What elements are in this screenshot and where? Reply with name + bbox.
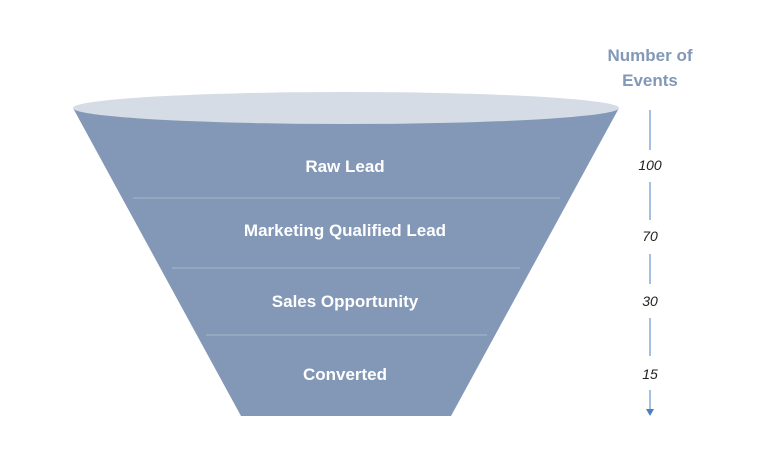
funnel-body bbox=[73, 108, 619, 416]
stage-count-sales-opportunity: 30 bbox=[642, 293, 658, 309]
stage-count-marketing-qualified-lead: 70 bbox=[642, 228, 658, 244]
funnel-rim bbox=[73, 92, 619, 124]
stage-label-raw-lead: Raw Lead bbox=[305, 157, 385, 176]
stage-count-converted: 15 bbox=[642, 366, 658, 382]
axis-title-line2: Events bbox=[622, 71, 678, 90]
stage-label-marketing-qualified-lead: Marketing Qualified Lead bbox=[243, 221, 447, 240]
axis-arrowhead-icon bbox=[646, 409, 654, 416]
stage-label-sales-opportunity: Sales Opportunity bbox=[271, 292, 419, 311]
stage-label-converted: Converted bbox=[302, 365, 388, 384]
stage-count-raw-lead: 100 bbox=[638, 157, 662, 173]
axis-title-line1: Number of bbox=[607, 46, 693, 65]
